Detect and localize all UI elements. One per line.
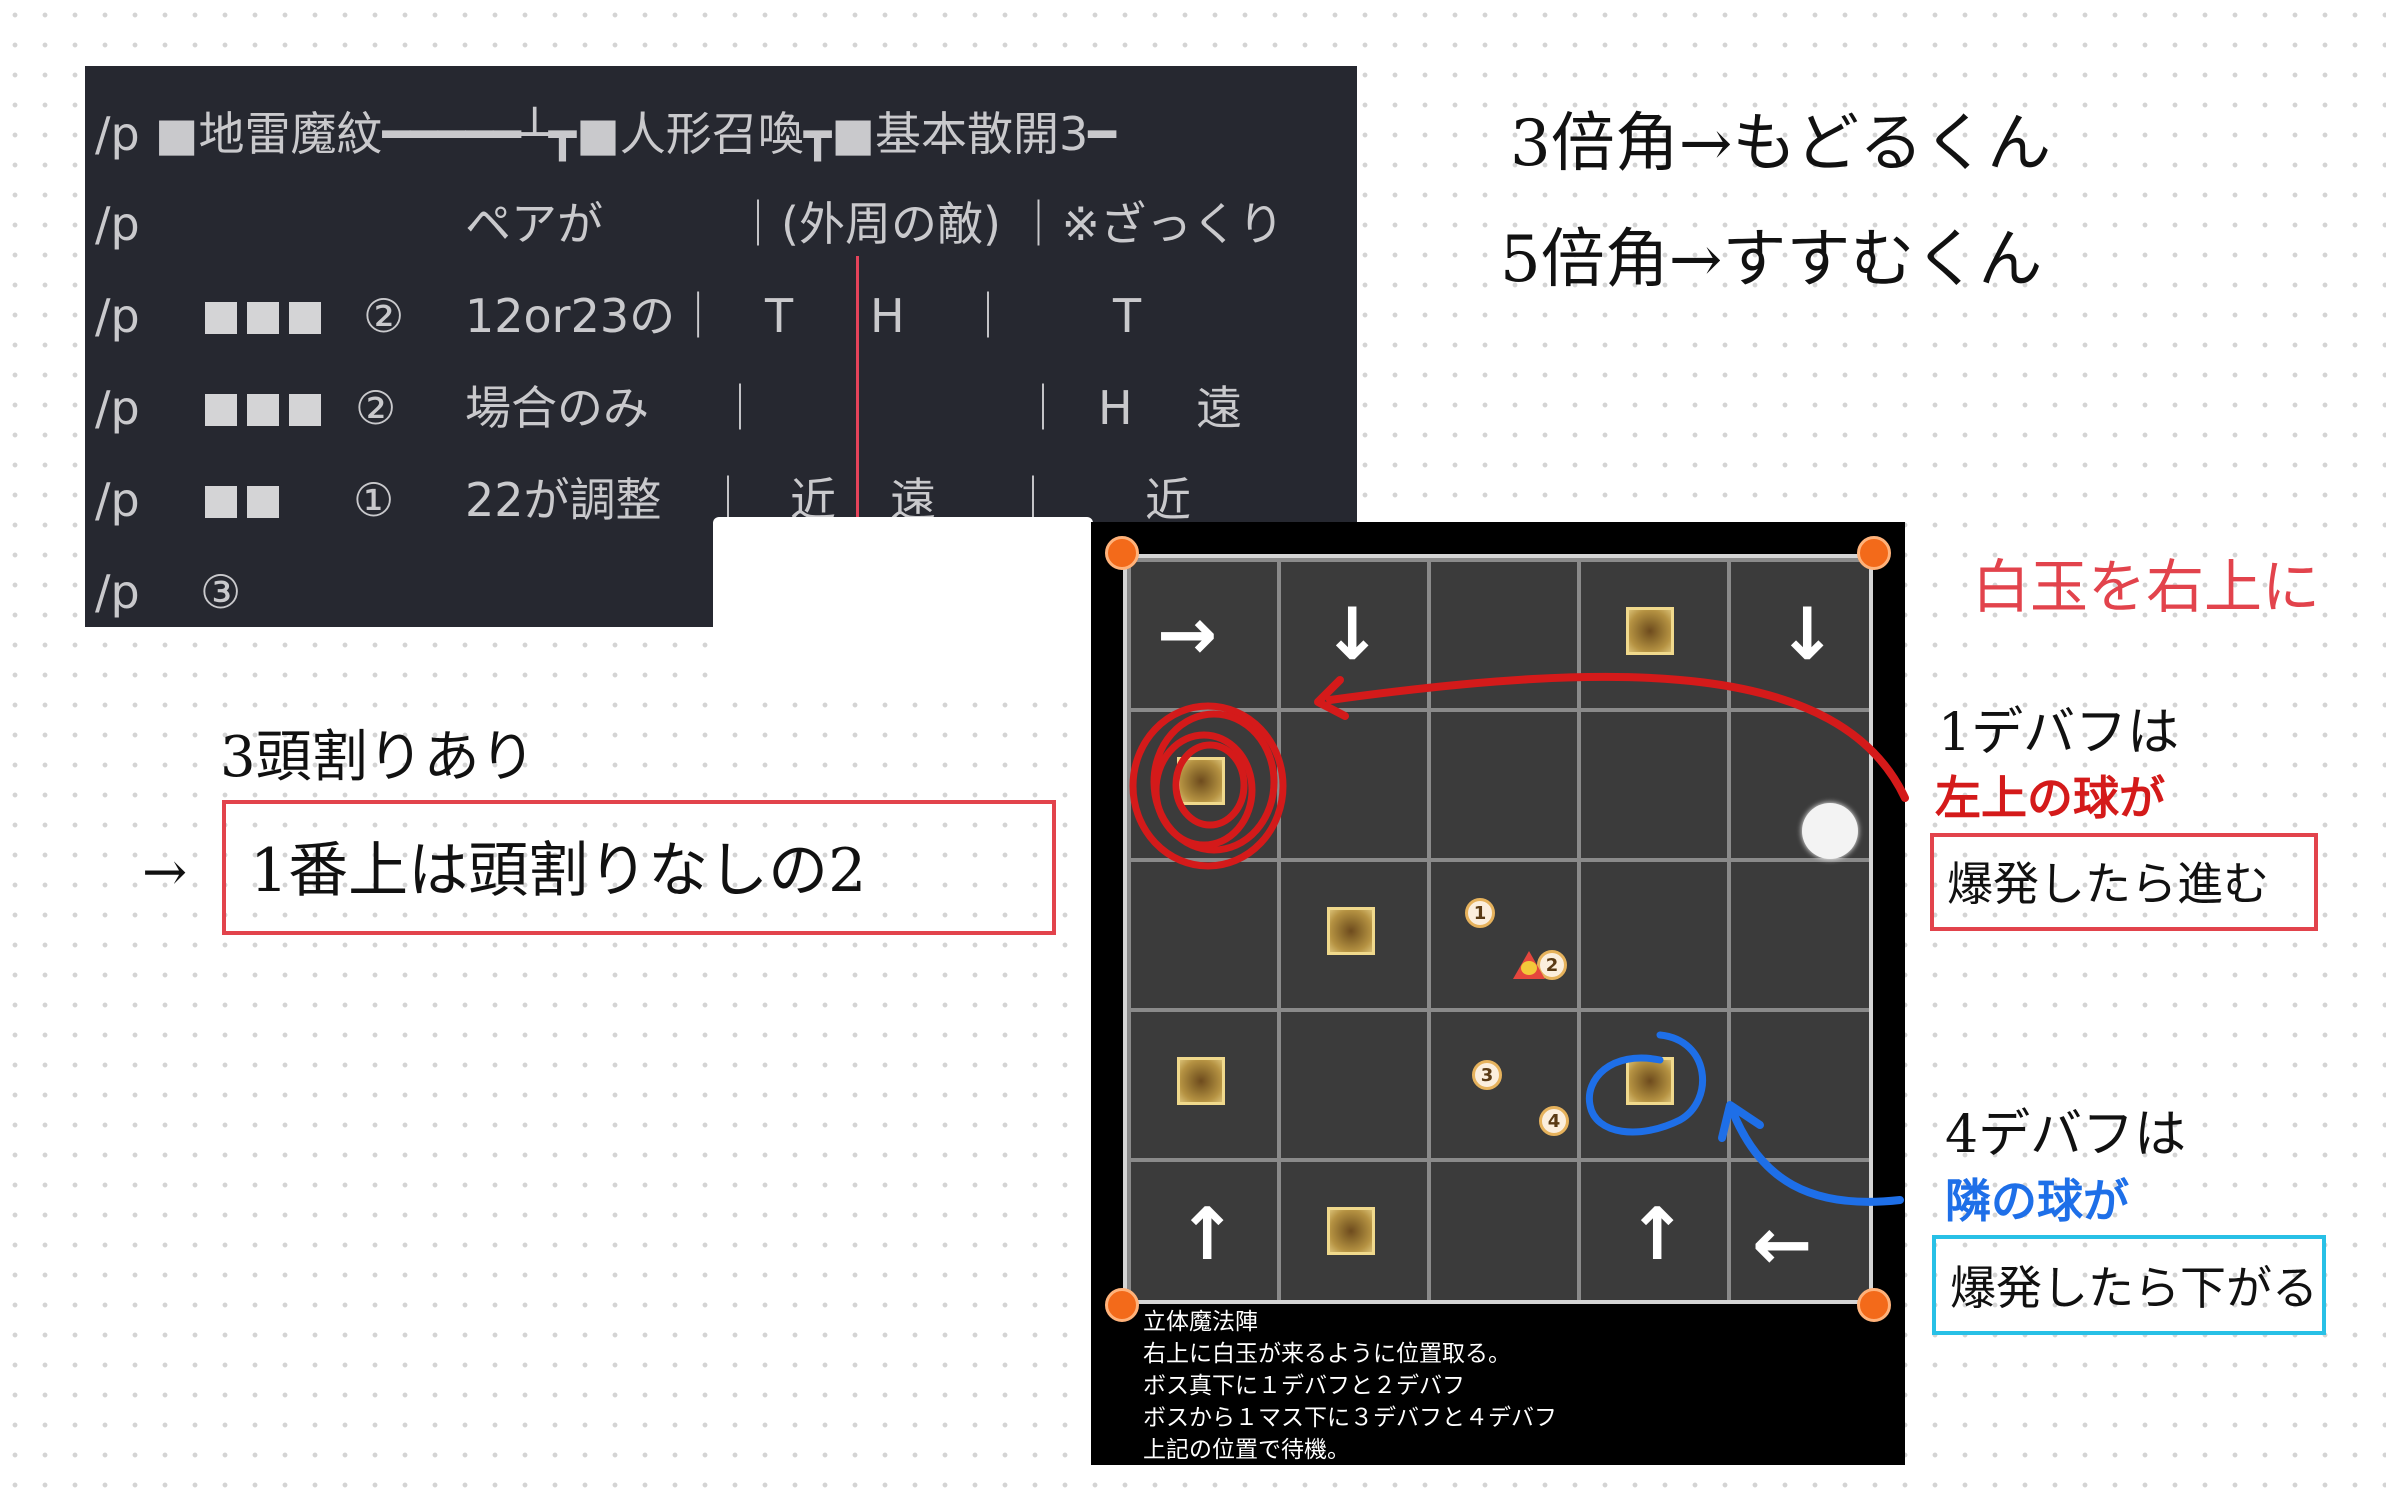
arrow-up-icon: ↑ (1177, 1192, 1238, 1276)
arrow-down-icon: ↓ (1777, 592, 1838, 676)
macro-squares (205, 276, 331, 356)
macro-col-a: ペアが (465, 197, 603, 251)
debuff-1-marker: 1 (1465, 898, 1495, 928)
map-caption: 立体魔法陣 右上に白玉が来るように位置取る。 ボス真下に１デバフと２デバフ ボス… (1143, 1306, 1557, 1466)
arrow-left-icon: ← (1752, 1202, 1813, 1286)
map-grid: → ↓ ↓ 1 2 3 4 ↑ ↑ ← (1123, 554, 1873, 1304)
macro-col-b: T (765, 289, 794, 343)
white-orb (1802, 803, 1858, 859)
corner-marker (1105, 536, 1139, 570)
debuff-3-marker: 3 (1472, 1060, 1502, 1090)
macro-col-c: ｜ (1020, 381, 1066, 435)
macro-col-b: ｜ (717, 381, 763, 435)
caption-line: 右上に白玉が来るように位置取る。 (1143, 1341, 1511, 1367)
macro-number: ② (363, 289, 405, 343)
note-debuff4-line2: 隣の球が (1945, 1174, 2129, 1228)
bomb-tile (1177, 1057, 1225, 1105)
note-left-line1: 3頭割りあり (220, 725, 536, 790)
note-debuff4-line1: 4デバフは (1945, 1105, 2187, 1165)
boss-marker-icon (1513, 951, 1545, 979)
macro-col-b: ｜(外周の敵) ｜※ざっくり (735, 197, 1285, 251)
note-white-orb: 白玉を右上に (1972, 553, 2321, 621)
note-debuff4-box-text: 爆発したら下がる (1950, 1261, 2318, 1315)
note-debuff1-box-text: 爆発したら進む (1947, 857, 2269, 911)
caption-line: ボス真下に１デバフと２デバフ (1143, 1373, 1465, 1399)
bomb-tile (1626, 607, 1674, 655)
macro-col-a: 12or23の｜ (465, 289, 722, 343)
macro-prefix: /p (95, 289, 140, 343)
macro-prefix: /p (95, 565, 140, 619)
bomb-tile (1177, 757, 1225, 805)
macro-squares (205, 460, 289, 540)
arrow-right-icon: → (1157, 592, 1218, 676)
macro-prefix: /p (95, 107, 140, 161)
note-top-line2: 5倍角→すすむくん (1500, 223, 2043, 297)
caption-line: 上記の位置で待機。 (1143, 1437, 1350, 1463)
macro-header-text: ■地雷魔紋━━━━━┴┳■人形召喚┳■基本散開3━ (155, 107, 1116, 161)
caption-line: ボスから１マス下に３デバフと４デバフ (1143, 1405, 1557, 1431)
note-left-box-text: 1番上は頭割りなしの2 (250, 836, 867, 906)
bomb-tile (1327, 1207, 1375, 1255)
arrow-up-icon: ↑ (1627, 1192, 1688, 1276)
macro-squares (205, 368, 331, 448)
corner-marker (1105, 1288, 1139, 1322)
corner-marker (1857, 536, 1891, 570)
macro-col-a: 22が調整 (465, 473, 662, 527)
note-debuff1-line1: 1デバフは (1938, 703, 2180, 763)
macro-col-f: 近 (1145, 473, 1191, 527)
macro-col-a: 場合のみ (465, 381, 649, 435)
macro-text-panel: /p ■地雷魔紋━━━━━┴┳■人形召喚┳■基本散開3━ /p ペアが ｜(外周… (85, 66, 1357, 697)
macro-number: ① (353, 473, 395, 527)
macro-col-d: ｜ (965, 289, 1011, 343)
note-debuff1-box (1930, 833, 2318, 931)
note-debuff4-box (1932, 1235, 2326, 1335)
arrow-down-icon: ↓ (1322, 592, 1383, 676)
note-top-line1: 3倍角→もどるくん (1510, 107, 2052, 181)
macro-col-e: 遠 (1196, 381, 1242, 435)
note-left-box (222, 800, 1056, 935)
debuff-4-marker: 4 (1539, 1106, 1569, 1136)
game-map-panel: → ↓ ↓ 1 2 3 4 ↑ ↑ ← 立体魔法陣 右上に白玉が来るように位置取… (1091, 522, 1905, 1465)
bomb-tile (1327, 907, 1375, 955)
macro-number: ② (355, 381, 397, 435)
macro-col-e: T (1113, 289, 1142, 343)
note-left-arrow: → (142, 840, 188, 903)
bomb-tile (1626, 1057, 1674, 1105)
macro-cover-patch (713, 517, 1093, 697)
macro-divider-line (856, 256, 859, 596)
note-debuff1-line2: 左上の球が (1935, 771, 2165, 825)
macro-prefix: /p (95, 197, 140, 251)
macro-col-d: H (1098, 381, 1133, 435)
caption-line: 立体魔法陣 (1143, 1309, 1258, 1335)
macro-prefix: /p (95, 381, 140, 435)
macro-number: ③ (200, 565, 242, 619)
macro-prefix: /p (95, 473, 140, 527)
macro-col-c: H (870, 289, 905, 343)
corner-marker (1857, 1288, 1891, 1322)
